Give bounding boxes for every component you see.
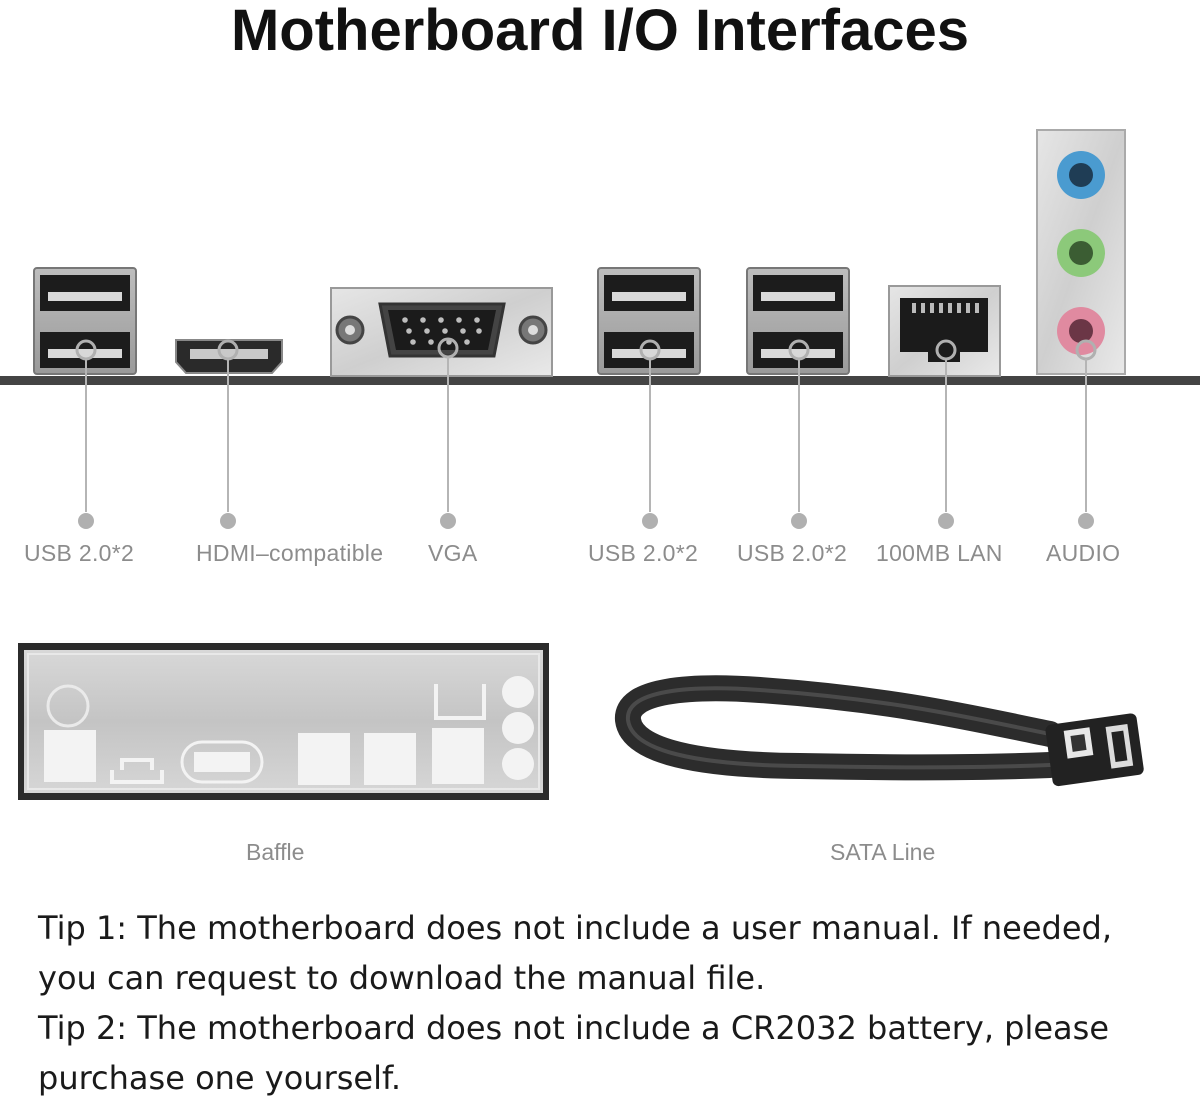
usb-port-icon — [746, 267, 850, 375]
page-title-text: Motherboard I/O Interfaces — [230, 0, 970, 63]
callout-lan — [935, 339, 957, 512]
port-label-usb-1: USB 2.0*2 — [24, 540, 135, 566]
port-label-usb-2: USB 2.0*2 — [588, 540, 699, 566]
callout-hdmi — [217, 339, 239, 512]
lan-port-icon — [888, 285, 1001, 377]
callout-dot — [938, 513, 954, 529]
io-shield-icon — [18, 643, 549, 800]
page-title: Motherboard I/O Interfaces — [0, 0, 1200, 60]
accessory-label-sata: SATA Line — [830, 839, 936, 865]
audio-jack-icon — [1036, 129, 1126, 375]
port-label-usb-3: USB 2.0*2 — [737, 540, 848, 566]
tips-block: Tip 1: The motherboard does not include … — [38, 903, 1188, 1103]
vga-port-icon — [330, 287, 553, 377]
tip-line: you can request to download the manual f… — [38, 959, 766, 997]
port-label-hdmi: HDMI–compatible — [196, 540, 384, 566]
port-label-vga: VGA — [428, 540, 478, 566]
tip-line: Tip 1: The motherboard does not include … — [38, 909, 1112, 947]
callout-usb-1 — [75, 339, 97, 512]
callout-vga — [437, 337, 459, 512]
hdmi-port-icon — [175, 339, 283, 374]
sata-cable-icon — [615, 675, 1144, 787]
callout-dot — [791, 513, 807, 529]
callout-audio — [1075, 339, 1097, 512]
callout-dot — [1078, 513, 1094, 529]
callout-usb-3 — [788, 339, 810, 512]
callout-dot — [440, 513, 456, 529]
usb-port-icon — [33, 267, 137, 375]
tip-line: Tip 2: The motherboard does not include … — [38, 1009, 1110, 1047]
callout-dot — [78, 513, 94, 529]
callout-usb-2 — [639, 339, 661, 512]
port-label-audio: AUDIO — [1046, 540, 1121, 566]
callout-dot — [220, 513, 236, 529]
tip-line: purchase one yourself. — [38, 1059, 402, 1097]
board-edge-line — [0, 376, 1200, 385]
port-label-lan: 100MB LAN — [876, 540, 1003, 566]
accessory-label-baffle: Baffle — [246, 839, 305, 865]
callout-dot — [642, 513, 658, 529]
